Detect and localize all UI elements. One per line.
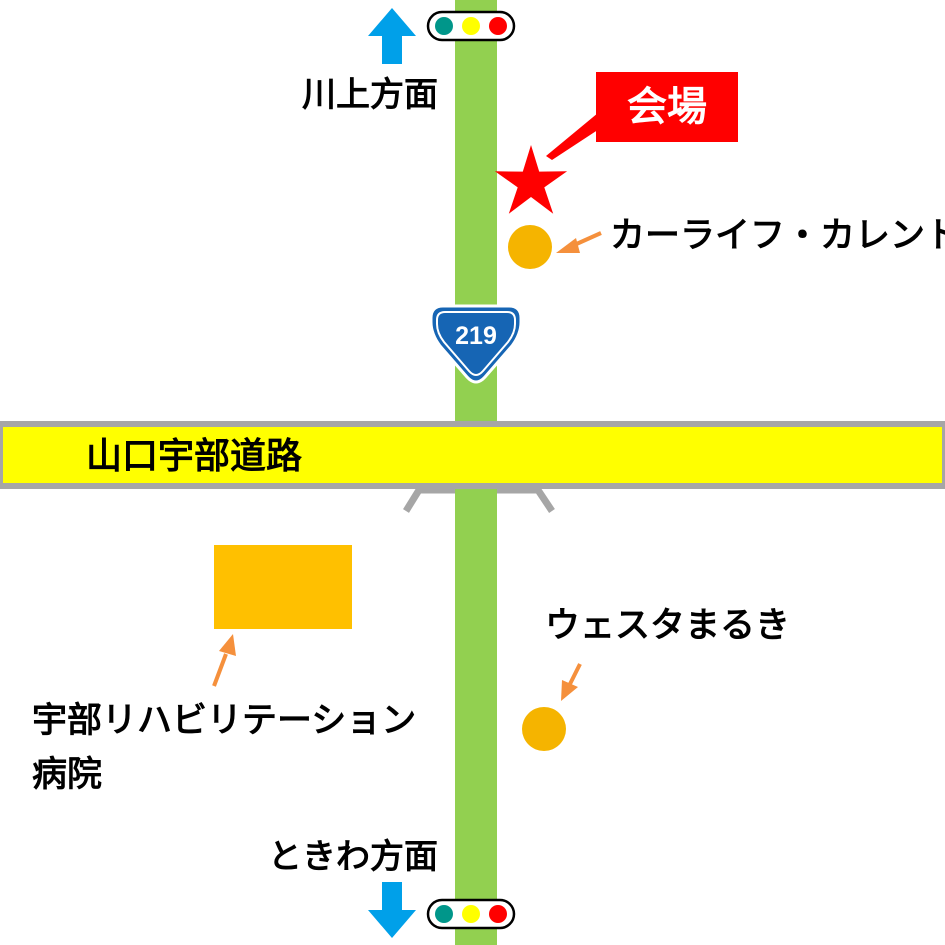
north-direction-label: 川上方面 [302, 75, 438, 115]
traffic-light-icon [426, 10, 516, 42]
westa-label: ウェスタまるき [545, 606, 791, 646]
westa-marker [522, 707, 566, 751]
car-life-label: カーライフ・カレント [610, 216, 945, 256]
hospital-pointer [212, 634, 236, 687]
hospital-label-line2: 病院 [32, 755, 103, 795]
hospital-label: 宇部リハビリテーション 病院 [32, 694, 416, 802]
overpass-marks [403, 486, 555, 513]
traffic-light-icon [426, 898, 516, 930]
expressway-label: 山口宇部道路 [86, 436, 303, 477]
route-number: 219 [455, 322, 497, 350]
route-shield-icon: 219 [429, 304, 523, 384]
westa-pointer [561, 663, 582, 701]
car-life-pointer [556, 231, 602, 253]
hospital-building [214, 545, 352, 629]
down-arrow-icon [368, 882, 416, 938]
up-arrow-icon [368, 8, 416, 64]
venue-label: 会場 [596, 72, 738, 142]
expressway-road [0, 421, 945, 489]
south-direction-label: ときわ方面 [268, 837, 438, 877]
star-icon [494, 145, 568, 214]
car-life-marker [508, 225, 552, 269]
hospital-label-line1: 宇部リハビリテーション [32, 701, 417, 741]
